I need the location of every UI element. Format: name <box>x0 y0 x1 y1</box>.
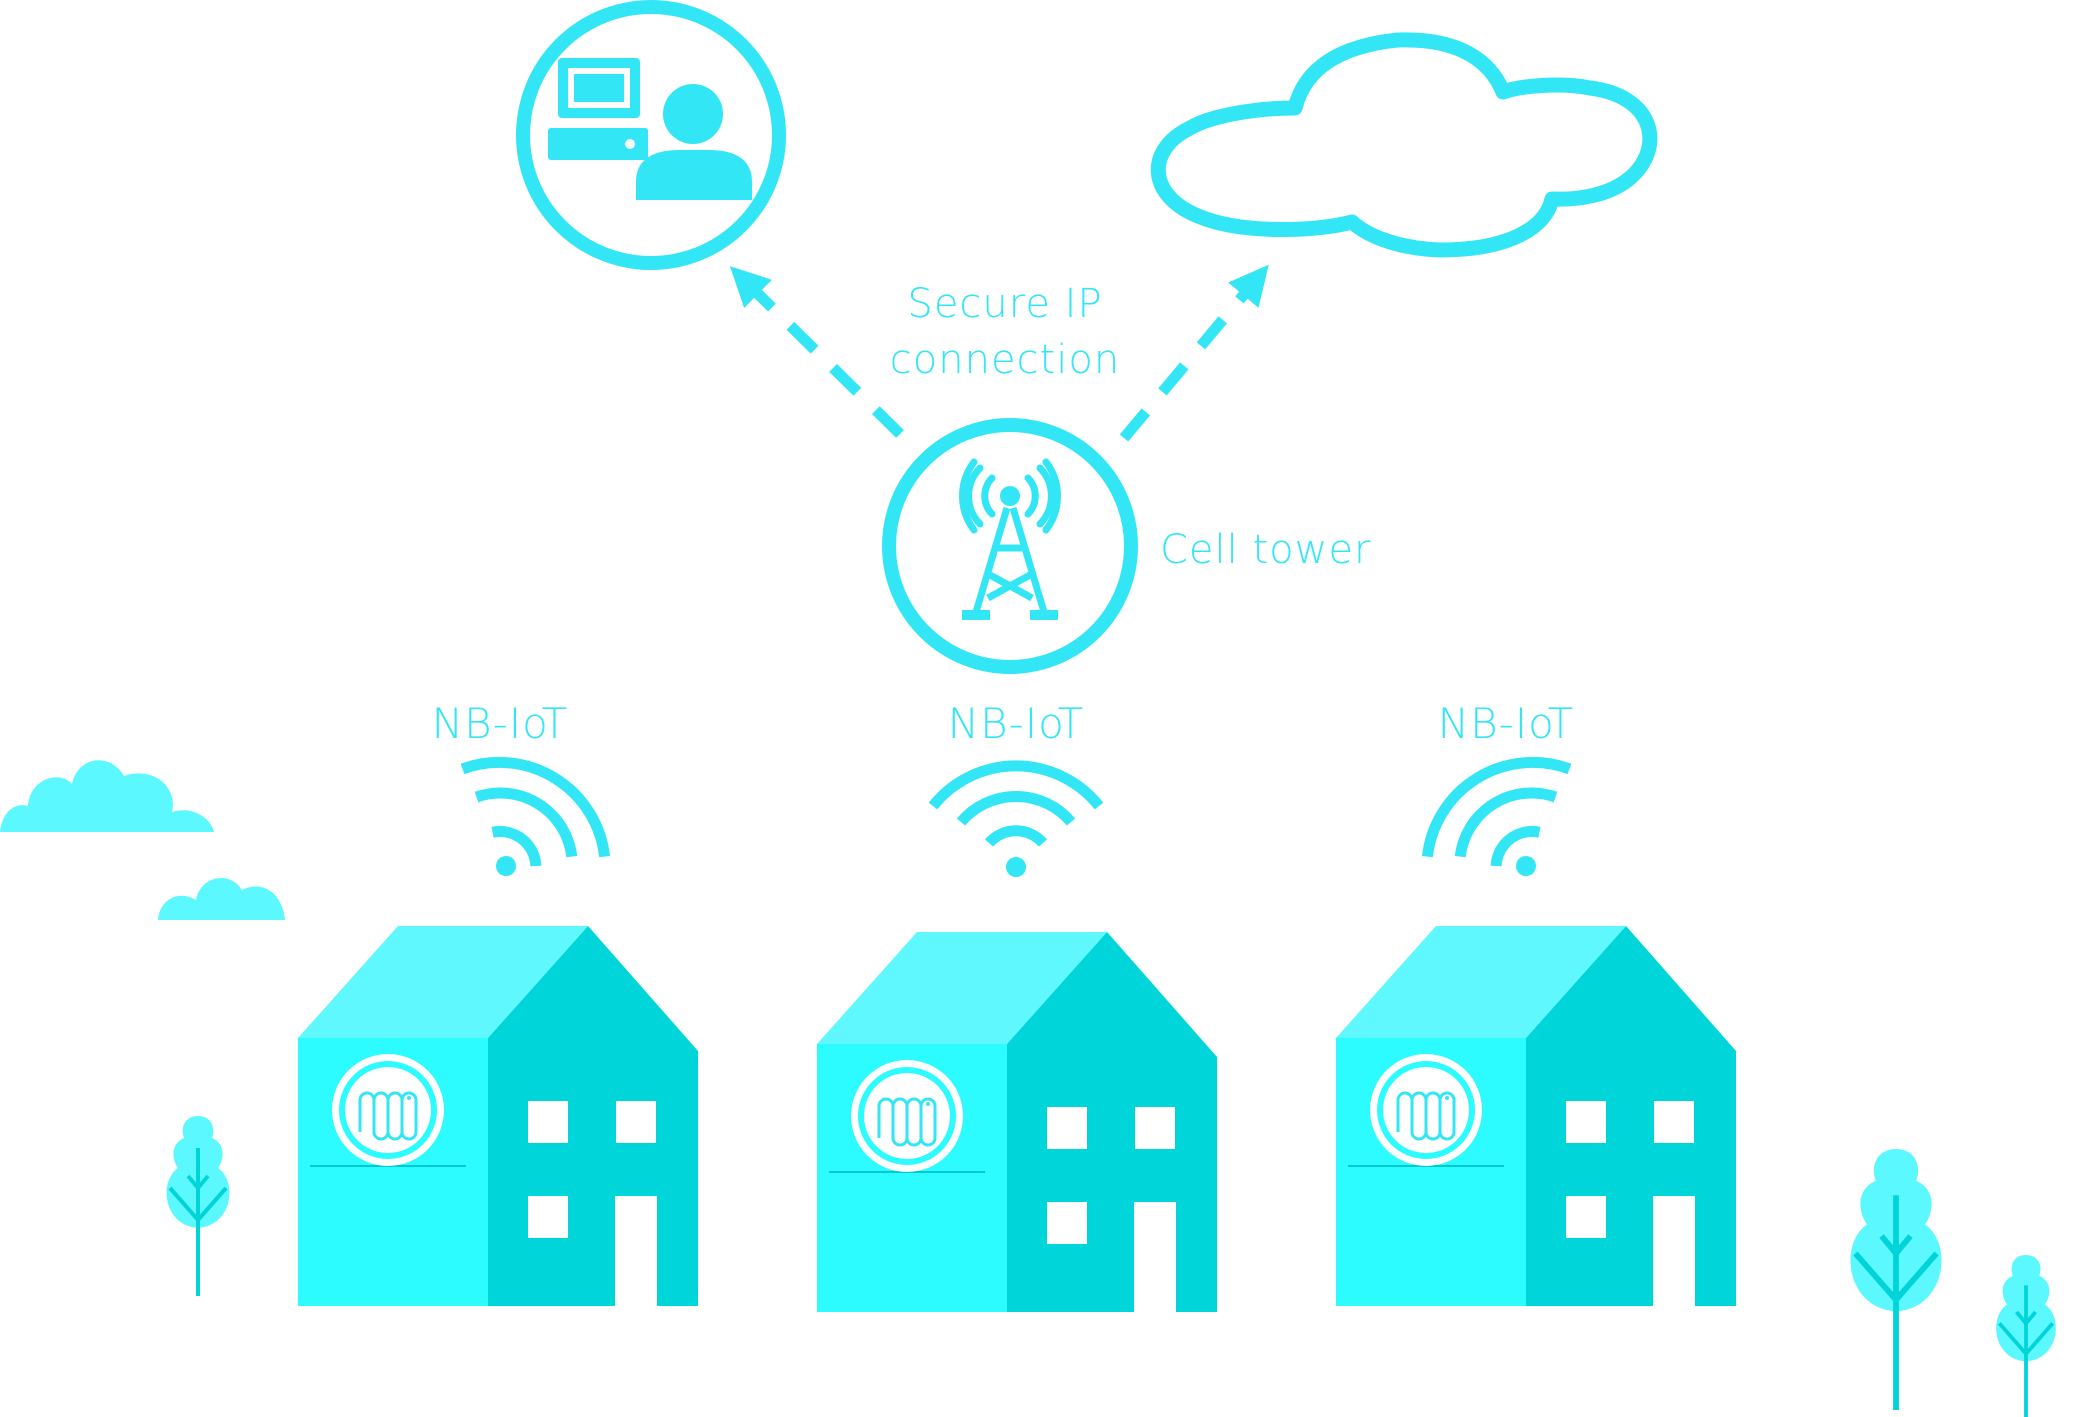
secure-ip-line1: Secure IP <box>907 281 1103 327</box>
secure-connection-arrow-left <box>729 266 904 438</box>
wifi-signal-icon-right <box>1421 757 1572 876</box>
tree-icon <box>164 1114 232 1298</box>
small-cloud-icon <box>0 760 214 832</box>
wifi-signal-icon-center <box>928 760 1104 877</box>
nb-iot-label-right: NB-IoT <box>1437 699 1575 748</box>
radiator-meter-icon <box>330 1052 446 1168</box>
nb-iot-label-center: NB-IoT <box>947 699 1085 748</box>
cell-tower-label: Cell tower <box>1160 527 1372 573</box>
cloud-icon <box>1150 32 1658 258</box>
radiator-meter-icon <box>849 1058 965 1174</box>
secure-ip-line2: connection <box>889 337 1121 383</box>
secure-ip-connection-label: Secure IP connection <box>870 276 1140 388</box>
tree-icon <box>1850 1149 1941 1410</box>
radiator-meter-icon <box>1368 1052 1484 1168</box>
secure-connection-arrow-right <box>1119 264 1269 442</box>
cell-tower-icon <box>882 418 1138 674</box>
wifi-signal-icon-left <box>460 757 611 876</box>
nb-iot-label-left: NB-IoT <box>431 699 569 748</box>
operator-computer-icon <box>516 0 786 270</box>
small-cloud-icon <box>158 877 285 920</box>
tree-icon <box>1994 1253 2058 1417</box>
